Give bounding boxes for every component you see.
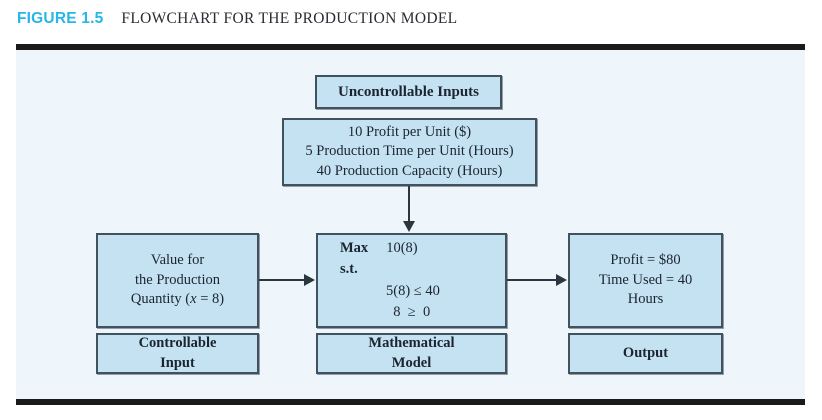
connector-model-to-output <box>507 279 557 281</box>
output-label-box: Output <box>568 333 723 374</box>
figure-number: FIGURE 1.5 <box>17 10 104 27</box>
controllable-label-line-1: Controllable <box>138 334 217 351</box>
input-value-line-2: 5 Production Time per Unit (Hours) <box>305 143 514 160</box>
model-label-line-2: Model <box>391 354 432 371</box>
model-label-line-1: Mathematical <box>368 334 455 351</box>
output-value-line-1: Profit = $80 <box>610 252 681 269</box>
controllable-input-value-box: Value for the Production Quantity (x = 8… <box>96 233 259 328</box>
mathematical-model-label-box: Mathematical Model <box>316 333 507 374</box>
input-values-box: 10 Profit per Unit ($) 5 Production Time… <box>282 118 537 186</box>
figure-caption: FIGURE 1.5 FLOWCHART FOR THE PRODUCTION … <box>17 10 457 28</box>
model-constraint-1: 5(8) ≤ 40 <box>386 282 440 299</box>
top-rule <box>16 44 805 50</box>
uncontrollable-inputs-header-box: Uncontrollable Inputs <box>315 75 502 109</box>
arrowhead-right-icon <box>304 274 315 286</box>
model-subject-to: s.t. <box>340 261 358 278</box>
uncontrollable-inputs-header-text: Uncontrollable Inputs <box>337 83 479 100</box>
output-label-line-1: Output <box>622 344 669 361</box>
arrowhead-down-icon <box>403 221 415 232</box>
arrowhead-right-icon <box>556 274 567 286</box>
connector-inputs-to-model <box>408 186 410 222</box>
input-value-line-3: 40 Production Capacity (Hours) <box>316 162 503 179</box>
model-objective-keyword: Max <box>340 240 369 257</box>
figure-title: FLOWCHART FOR THE PRODUCTION MODEL <box>121 10 458 27</box>
controllable-value-line-2: the Production <box>135 271 220 288</box>
connector-input-to-model <box>259 279 305 281</box>
model-objective-row: Max 10(8) <box>340 238 505 259</box>
controllable-value-line-3: Quantity (x = 8) <box>131 290 224 310</box>
figure-panel: Uncontrollable Inputs 10 Profit per Unit… <box>16 44 805 405</box>
controllable-value-line-1: Value for <box>150 252 205 269</box>
output-values-box: Profit = $80 Time Used = 40 Hours <box>568 233 723 328</box>
output-value-line-2: Time Used = 40 <box>598 271 693 288</box>
input-value-line-1: 10 Profit per Unit ($) <box>347 123 472 140</box>
model-math: Max 10(8) s.t. 5(8) ≤ 40 8 ≥ 0 <box>318 238 505 322</box>
mathematical-model-box: Max 10(8) s.t. 5(8) ≤ 40 8 ≥ 0 <box>316 233 507 328</box>
bottom-rule <box>16 399 805 405</box>
model-constraint-2: 8 ≥ 0 <box>386 303 431 320</box>
output-value-line-3: Hours <box>627 291 664 308</box>
controllable-value-prefix: Quantity ( <box>130 291 191 308</box>
model-objective-expression: 10(8) <box>386 240 418 257</box>
controllable-label-line-2: Input <box>160 354 195 371</box>
controllable-value-suffix: = 8) <box>196 291 225 308</box>
controllable-value-variable: x <box>190 291 197 308</box>
controllable-input-label-box: Controllable Input <box>96 333 259 374</box>
